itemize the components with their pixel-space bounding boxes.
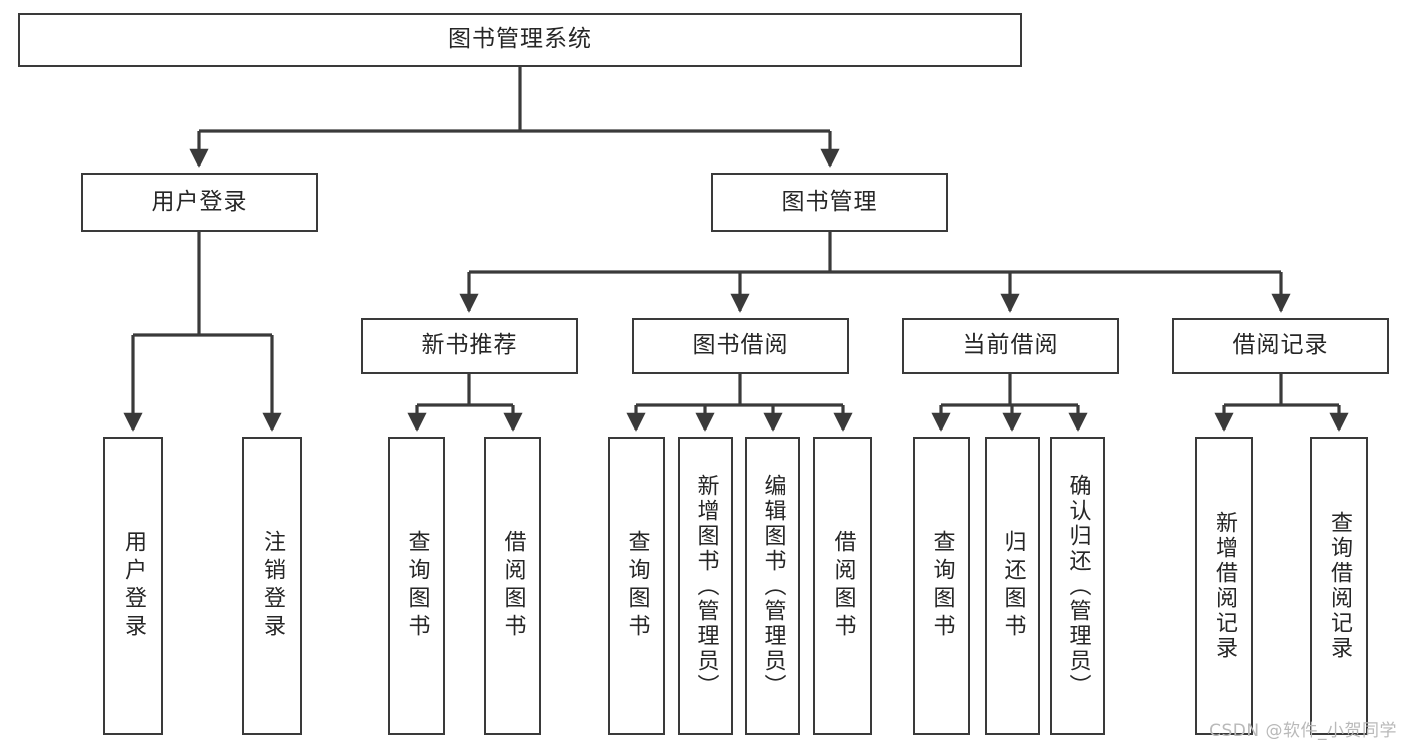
node-label: 图书借阅 (692, 332, 789, 359)
node-label: 新增借阅记录 (1212, 511, 1237, 661)
node-label: 查询借阅记录 (1327, 511, 1352, 661)
node-new-book-rec[interactable]: 新书推荐 (361, 318, 578, 374)
leaf-user-logout[interactable]: 注销登录 (242, 437, 302, 735)
node-label: 借阅图书 (500, 530, 526, 642)
leaf-query-book-1[interactable]: 查询图书 (388, 437, 445, 735)
leaf-query-book-2[interactable]: 查询图书 (608, 437, 665, 735)
node-label: 归还图书 (1000, 530, 1026, 642)
node-user-login[interactable]: 用户登录 (81, 173, 318, 232)
node-label: 图书管理 (781, 188, 878, 215)
node-label: 用户登录 (121, 530, 146, 642)
node-label: 用户登录 (151, 188, 248, 215)
leaf-query-borrow-record[interactable]: 查询借阅记录 (1310, 437, 1368, 735)
leaf-borrow-book-2[interactable]: 借阅图书 (813, 437, 872, 735)
leaf-add-borrow-record[interactable]: 新增借阅记录 (1195, 437, 1253, 735)
node-label: 当前借阅 (962, 332, 1059, 359)
leaf-query-book-3[interactable]: 查询图书 (913, 437, 970, 735)
node-label: 注销登录 (260, 530, 285, 642)
node-label: 新增图书（管理员） (693, 473, 719, 699)
leaf-confirm-return-admin[interactable]: 确认归还（管理员） (1050, 437, 1105, 735)
leaf-add-book-admin[interactable]: 新增图书（管理员） (678, 437, 733, 735)
leaf-user-login[interactable]: 用户登录 (103, 437, 163, 735)
node-label: 图书管理系统 (448, 26, 592, 53)
node-label: 编辑图书（管理员） (760, 473, 786, 699)
node-label: 借阅图书 (830, 530, 856, 642)
node-book-manage[interactable]: 图书管理 (711, 173, 948, 232)
watermark: CSDN @软件_小贺同学 (1209, 721, 1397, 741)
node-label: 查询图书 (929, 530, 955, 642)
leaf-edit-book-admin[interactable]: 编辑图书（管理员） (745, 437, 800, 735)
node-label: 查询图书 (624, 530, 650, 642)
node-label: 查询图书 (404, 530, 430, 642)
node-label: 借阅记录 (1232, 332, 1329, 359)
leaf-return-book[interactable]: 归还图书 (985, 437, 1040, 735)
node-borrow-record[interactable]: 借阅记录 (1172, 318, 1389, 374)
node-label: 新书推荐 (421, 332, 518, 359)
node-label: 确认归还（管理员） (1065, 473, 1091, 699)
node-root[interactable]: 图书管理系统 (18, 13, 1022, 67)
node-book-borrow[interactable]: 图书借阅 (632, 318, 849, 374)
leaf-borrow-book-1[interactable]: 借阅图书 (484, 437, 541, 735)
node-current-borrow[interactable]: 当前借阅 (902, 318, 1119, 374)
